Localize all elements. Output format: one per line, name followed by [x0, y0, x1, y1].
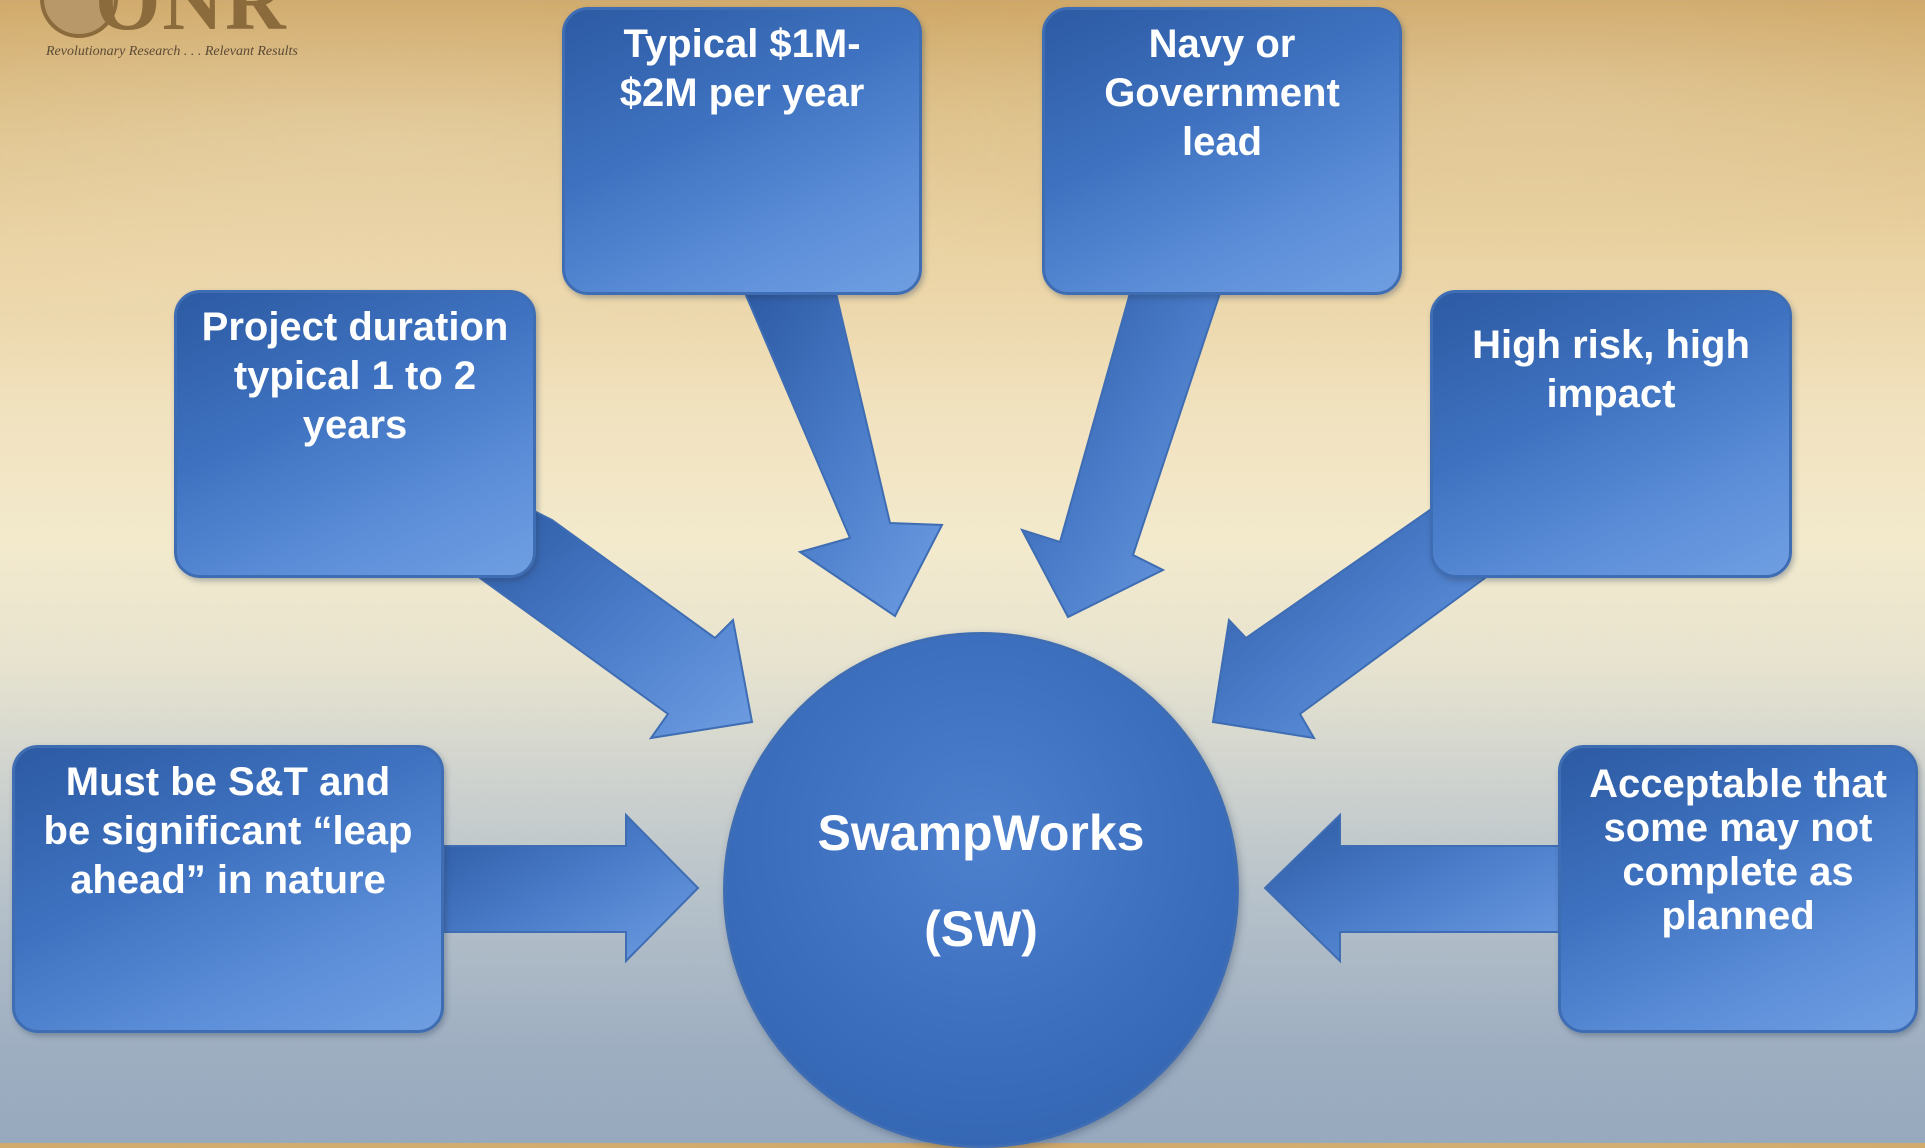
box-lead: Navy or Government lead: [1042, 7, 1402, 295]
box-duration: Project duration typical 1 to 2 years: [174, 290, 536, 578]
logo-tagline: Revolutionary Research . . . Relevant Re…: [46, 44, 298, 59]
box-risk-label: High risk, high impact: [1472, 323, 1750, 416]
logo-letters: ONR: [95, 0, 288, 48]
box-duration-label: Project duration typical 1 to 2 years: [201, 305, 509, 447]
arrow-from-risk: [1211, 508, 1487, 740]
arrow-from-acceptable: [1263, 812, 1561, 964]
arrow-from-duration: [478, 508, 754, 740]
arrow-from-leap: [443, 812, 700, 964]
box-risk: High risk, high impact: [1430, 290, 1792, 578]
box-leap: Must be S&T and be significant “leap ahe…: [12, 745, 444, 1033]
box-lead-label: Navy or Government lead: [1104, 22, 1340, 164]
box-cost-label: Typical $1M- $2M per year: [619, 22, 865, 115]
box-acceptable-label: Acceptable that some may not complete as…: [1589, 762, 1887, 938]
hub-label: SwampWorks (SW): [817, 805, 1145, 957]
box-leap-label: Must be S&T and be significant “leap ahe…: [43, 760, 413, 902]
box-cost: Typical $1M- $2M per year: [562, 7, 922, 295]
box-acceptable: Acceptable that some may not complete as…: [1558, 745, 1918, 1033]
onr-logo: ONR Revolutionary Research . . . Relevan…: [0, 0, 400, 70]
arrow-from-lead: [1019, 292, 1222, 619]
arrow-from-cost: [743, 292, 944, 618]
swampworks-hub: SwampWorks (SW): [723, 632, 1239, 1148]
